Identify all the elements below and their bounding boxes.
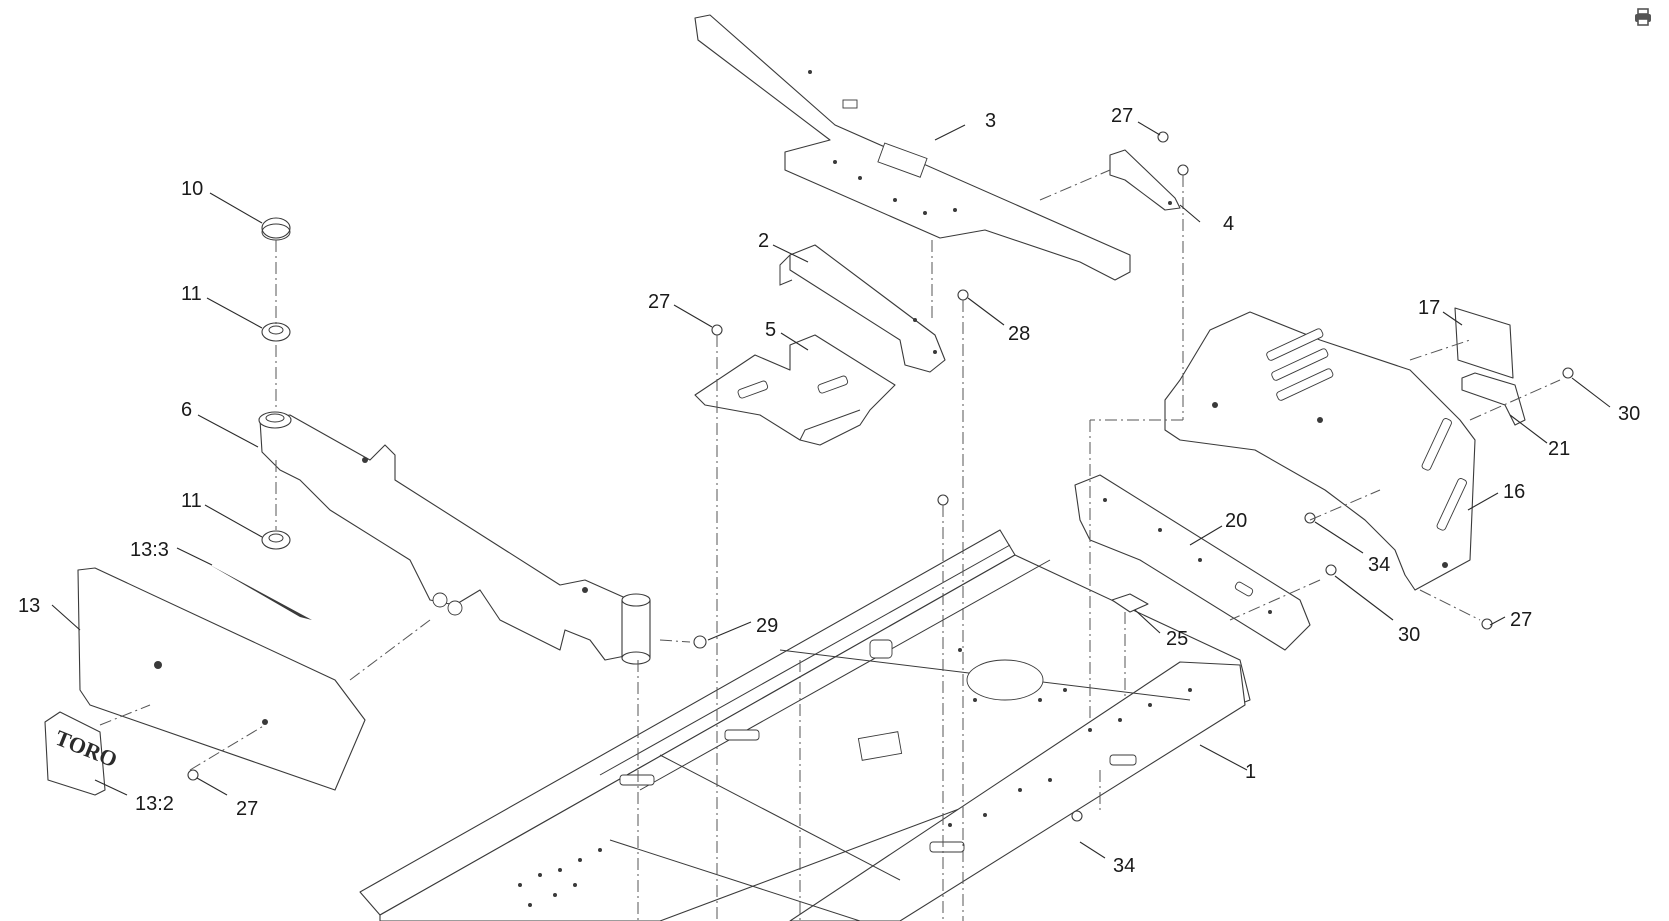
fastener-27-left[interactable] xyxy=(711,324,723,336)
callout-2[interactable]: 2 xyxy=(758,230,769,252)
callout-27-bottom[interactable]: 27 xyxy=(236,798,258,820)
part-5-mount-plate[interactable] xyxy=(694,334,896,446)
part-4-small-bracket[interactable] xyxy=(1109,149,1181,211)
callout-6[interactable]: 6 xyxy=(181,399,192,421)
part-20-cross-plate[interactable] xyxy=(1074,474,1311,651)
callout-5[interactable]: 5 xyxy=(765,319,776,341)
callout-11-top[interactable]: 11 xyxy=(181,283,202,305)
fastener-30-top[interactable] xyxy=(1562,367,1574,379)
callout-13[interactable]: 13 xyxy=(18,595,40,617)
callout-27-top[interactable]: 27 xyxy=(1111,105,1133,127)
fastener-27-right[interactable] xyxy=(1481,618,1493,630)
callouts: 1 2 3 4 5 6 10 11 11 13 13:2 13:3 16 17 … xyxy=(18,105,1640,877)
fastener-27-top[interactable] xyxy=(1157,131,1189,176)
callout-28[interactable]: 28 xyxy=(1008,323,1030,345)
callout-29[interactable]: 29 xyxy=(756,615,778,637)
callout-30-top[interactable]: 30 xyxy=(1618,403,1640,425)
part-2-bracket[interactable] xyxy=(779,244,946,373)
callout-34-bottom[interactable]: 34 xyxy=(1113,855,1135,877)
callout-27-left[interactable]: 27 xyxy=(648,291,670,313)
frame-holes xyxy=(518,648,1192,907)
part-21-plate[interactable] xyxy=(1461,372,1526,426)
part-25-decal[interactable] xyxy=(1111,593,1149,613)
plate-holes xyxy=(808,70,957,215)
fastener-29[interactable] xyxy=(693,635,707,649)
callout-27-right[interactable]: 27 xyxy=(1510,609,1532,631)
print-icon xyxy=(1635,8,1651,26)
fastener-frame-bolt[interactable] xyxy=(937,494,949,506)
leader-lines xyxy=(51,121,1611,859)
callout-11-bottom[interactable]: 11 xyxy=(181,490,202,512)
callout-25[interactable]: 25 xyxy=(1166,628,1188,650)
callout-34-top[interactable]: 34 xyxy=(1368,554,1390,576)
callout-30-bottom[interactable]: 30 xyxy=(1398,624,1420,646)
callout-16[interactable]: 16 xyxy=(1503,481,1525,503)
callout-4[interactable]: 4 xyxy=(1223,213,1234,235)
assembly-lines xyxy=(99,169,1561,921)
callout-13-2[interactable]: 13:2 xyxy=(135,793,174,815)
fastener-30-bottom[interactable] xyxy=(1325,564,1337,576)
part-1-main-frame[interactable] xyxy=(359,529,1251,921)
part-6-front-axle[interactable] xyxy=(258,411,651,665)
part-16-rear-guard[interactable] xyxy=(1164,311,1476,591)
callout-17[interactable]: 17 xyxy=(1418,297,1440,319)
part-10-cap[interactable] xyxy=(261,217,291,241)
fastener-28[interactable] xyxy=(957,289,969,301)
part-13-3-decal-strip[interactable] xyxy=(210,565,312,620)
callout-21[interactable]: 21 xyxy=(1548,438,1570,460)
callout-20[interactable]: 20 xyxy=(1225,510,1247,532)
callout-13-3[interactable]: 13:3 xyxy=(130,539,169,561)
part-13-2-logo-decal[interactable]: TORO xyxy=(44,711,121,796)
part-11-bearing-top[interactable] xyxy=(261,322,291,342)
fastener-34-bottom[interactable] xyxy=(1071,810,1083,822)
callout-10[interactable]: 10 xyxy=(181,178,203,200)
part-11-bearing-bottom[interactable] xyxy=(261,530,291,550)
print-button[interactable] xyxy=(1632,6,1654,28)
part-3-plate[interactable] xyxy=(694,14,1131,281)
callout-1[interactable]: 1 xyxy=(1245,761,1256,783)
part-17-decal[interactable] xyxy=(1454,307,1514,379)
callout-3[interactable]: 3 xyxy=(985,110,996,132)
fastener-27-bottom[interactable] xyxy=(187,769,199,781)
part-13-front-shield[interactable] xyxy=(77,567,366,791)
